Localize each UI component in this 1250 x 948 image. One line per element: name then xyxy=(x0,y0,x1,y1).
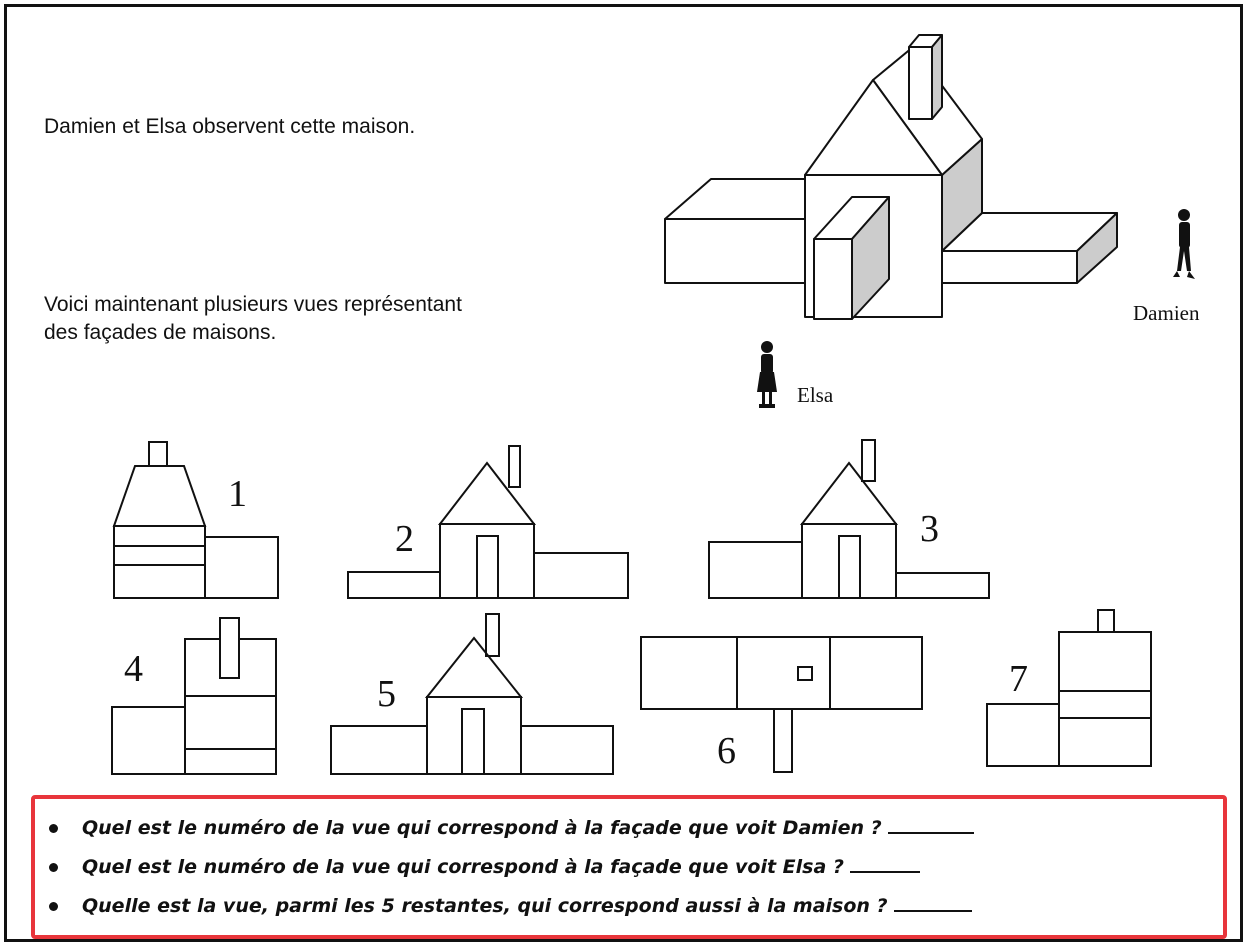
view-number-5: 5 xyxy=(377,673,396,715)
house-3d-illustration xyxy=(664,34,1118,320)
question-elsa-text: Quel est le numéro de la vue qui corresp… xyxy=(82,856,844,878)
view-6-drawing xyxy=(640,636,923,773)
view-number-1: 1 xyxy=(228,473,247,515)
view-1-drawing xyxy=(112,441,279,599)
damien-label: Damien xyxy=(1133,301,1200,325)
answer-blank-damien[interactable] xyxy=(887,818,974,834)
view-3-drawing xyxy=(708,439,990,599)
bullet-icon xyxy=(49,824,58,833)
elsa-figure-icon xyxy=(757,341,777,408)
questions-box: Quel est le numéro de la vue qui corresp… xyxy=(31,795,1227,939)
question-damien: Quel est le numéro de la vue qui corresp… xyxy=(49,817,974,847)
elsa-label: Elsa xyxy=(797,383,834,407)
view-number-2: 2 xyxy=(395,518,414,560)
damien-figure-icon xyxy=(1173,209,1195,279)
answer-blank-elsa[interactable] xyxy=(849,857,920,873)
view-number-6: 6 xyxy=(717,730,736,772)
facade-views xyxy=(111,439,1152,775)
intro-views-text-line2: des façades de maisons. xyxy=(44,321,277,344)
question-remaining-text: Quelle est la vue, parmi les 5 restantes… xyxy=(82,895,888,917)
view-number-3: 3 xyxy=(920,508,939,550)
view-number-7: 7 xyxy=(1009,658,1028,700)
intro-observe-text: Damien et Elsa observent cette maison. xyxy=(44,115,416,138)
bullet-icon xyxy=(49,902,58,911)
bullet-icon xyxy=(49,863,58,872)
worksheet-page: Damien et Elsa observent cette maison. V… xyxy=(4,4,1243,942)
view-4-drawing xyxy=(111,617,277,775)
question-damien-text: Quel est le numéro de la vue qui corresp… xyxy=(82,817,882,839)
intro-views-text-line1: Voici maintenant plusieurs vues représen… xyxy=(44,293,462,316)
question-remaining: Quelle est la vue, parmi les 5 restantes… xyxy=(49,895,972,925)
view-number-4: 4 xyxy=(124,648,143,690)
view-7-drawing xyxy=(986,609,1152,767)
answer-blank-remaining[interactable] xyxy=(893,896,972,912)
view-5-drawing xyxy=(330,613,614,775)
question-elsa: Quel est le numéro de la vue qui corresp… xyxy=(49,856,920,886)
view-2-drawing xyxy=(347,445,629,599)
